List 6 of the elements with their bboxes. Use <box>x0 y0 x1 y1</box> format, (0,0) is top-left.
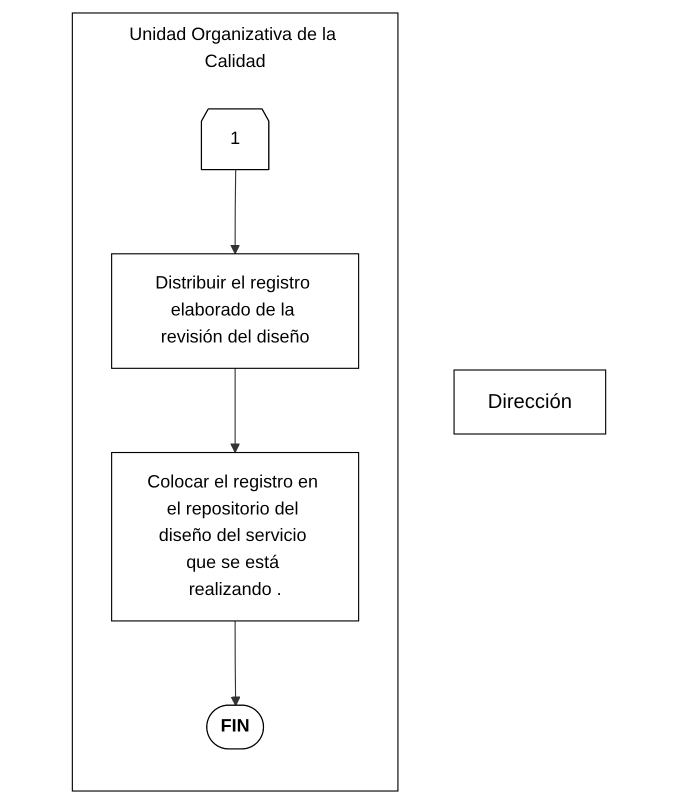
node-box: Dirección <box>454 369 606 435</box>
arrow <box>230 170 240 254</box>
node-box: Distribuir el registro elaborado de la revisión del diseño <box>111 253 360 369</box>
node-box: Colocar el registro en el repositorio del diseño del servicio que se está realizando . <box>111 452 360 622</box>
arrow <box>230 620 241 706</box>
arrow <box>230 368 240 453</box>
